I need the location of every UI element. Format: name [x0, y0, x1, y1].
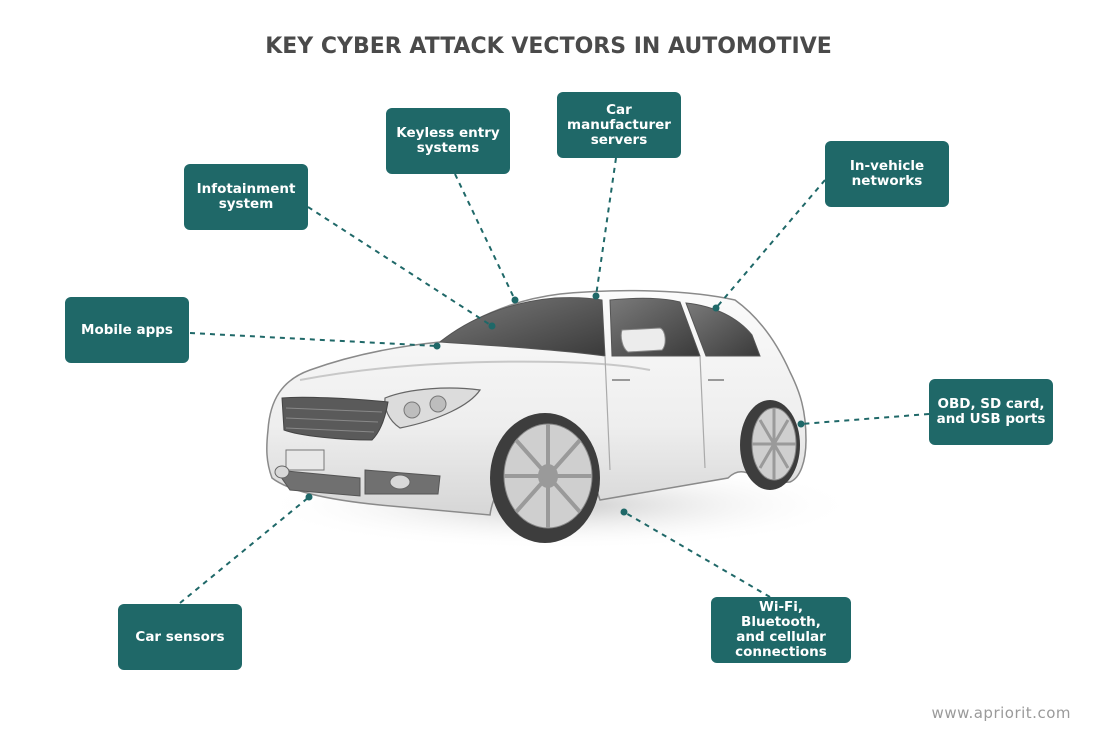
- node-infotainment-system: Infotainment system: [184, 164, 308, 230]
- node-obd-sd-usb-ports: OBD, SD card, and USB ports: [929, 379, 1053, 445]
- connector-mobile: [189, 332, 438, 347]
- dot-keyless: [511, 296, 519, 304]
- dot-invehicle: [712, 304, 720, 312]
- car-rear-window: [685, 302, 761, 357]
- dot-sensors: [305, 493, 313, 501]
- dot-obd: [797, 420, 805, 428]
- car-license-plate: [285, 449, 325, 471]
- car-rear-wheel: [740, 400, 800, 490]
- node-wireless-connections: Wi-Fi, Bluetooth, and cellular connectio…: [711, 597, 851, 663]
- car-front-wheel: [490, 413, 600, 543]
- footer-website: www.apriorit.com: [931, 704, 1071, 722]
- node-car-manufacturer-servers: Car manufacturer servers: [557, 92, 681, 158]
- connector-wireless: [623, 511, 771, 598]
- node-keyless-entry-systems: Keyless entry systems: [386, 108, 510, 174]
- connector-infotainment: [307, 206, 493, 327]
- connector-lines: [179, 157, 930, 604]
- dot-infotainment: [488, 322, 496, 330]
- dot-manufacturer: [592, 292, 600, 300]
- node-mobile-apps: Mobile apps: [65, 297, 189, 363]
- car-mirror: [620, 327, 666, 353]
- diagram-title: KEY CYBER ATTACK VECTORS IN AUTOMOTIVE: [265, 34, 832, 59]
- dot-mobile: [433, 342, 441, 350]
- dot-wireless: [620, 508, 628, 516]
- connector-obd: [800, 413, 930, 425]
- node-in-vehicle-networks: In-vehicle networks: [825, 141, 949, 207]
- connector-manufacturer: [595, 157, 617, 297]
- node-car-sensors: Car sensors: [118, 604, 242, 670]
- connector-keyless: [454, 173, 516, 301]
- car-windshield: [438, 297, 606, 357]
- connector-invehicle: [715, 179, 826, 309]
- connector-sensors: [179, 496, 310, 604]
- connector-dots: [305, 292, 805, 516]
